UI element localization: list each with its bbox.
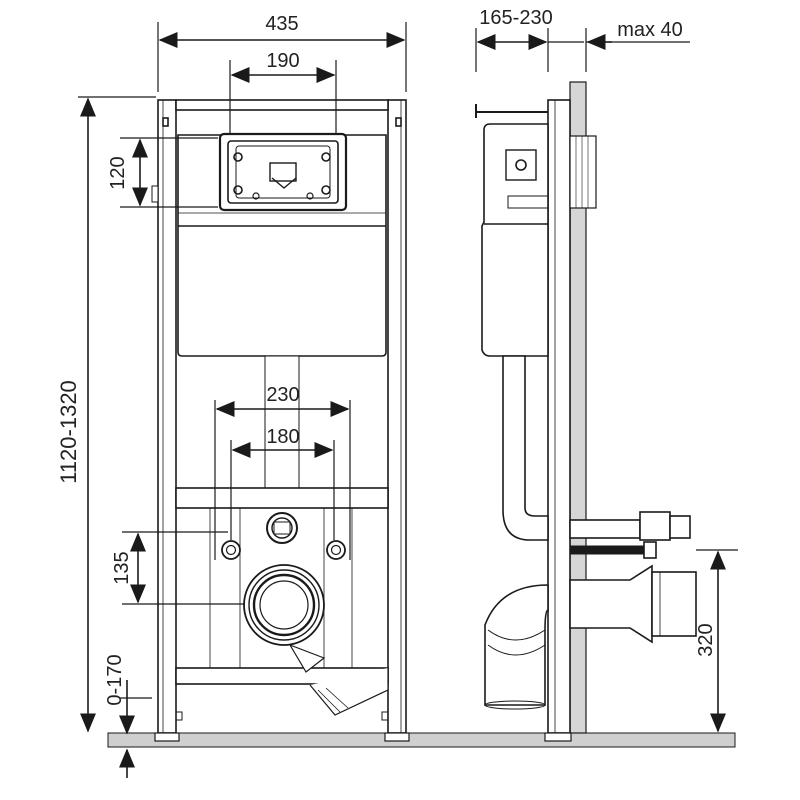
left-frame-post bbox=[157, 99, 177, 734]
right-foot bbox=[384, 732, 410, 742]
front-view bbox=[151, 99, 410, 742]
left-foot bbox=[154, 732, 180, 742]
inlet-pipe bbox=[569, 519, 641, 539]
cistern-side bbox=[481, 123, 549, 357]
dim-total-height: 1120-1320 bbox=[56, 380, 81, 484]
lower-bracket bbox=[175, 487, 389, 509]
side-view bbox=[475, 81, 697, 742]
drain-outlet bbox=[243, 564, 325, 646]
right-mounting-bolt bbox=[326, 540, 346, 560]
leg-strut bbox=[309, 668, 389, 716]
right-frame-post bbox=[387, 99, 407, 734]
drain-elbow bbox=[484, 584, 549, 706]
dim-button-plate-height: 120 bbox=[107, 156, 129, 189]
floor-slab bbox=[107, 732, 736, 748]
dim-bolt-spacing-outer: 230 bbox=[266, 384, 299, 406]
drain-connector bbox=[569, 564, 653, 644]
left-mounting-bolt bbox=[221, 540, 241, 560]
dim-bolt-height: 135 bbox=[111, 551, 133, 584]
dim-leg-adjust: 0-170 bbox=[104, 654, 126, 705]
flush-pipe bbox=[502, 355, 549, 541]
flush-button-plate bbox=[218, 132, 348, 212]
dim-wall-finish: max 40 bbox=[617, 19, 683, 41]
dim-drain-height: 320 bbox=[695, 623, 717, 656]
side-frame-post bbox=[547, 99, 571, 734]
dim-bolt-spacing-inner: 180 bbox=[266, 426, 299, 448]
dim-installation-depth: 165-230 bbox=[479, 7, 552, 29]
dim-frame-width: 435 bbox=[265, 13, 298, 35]
dim-button-plate-width: 190 bbox=[266, 50, 299, 72]
top-rail bbox=[175, 99, 389, 111]
